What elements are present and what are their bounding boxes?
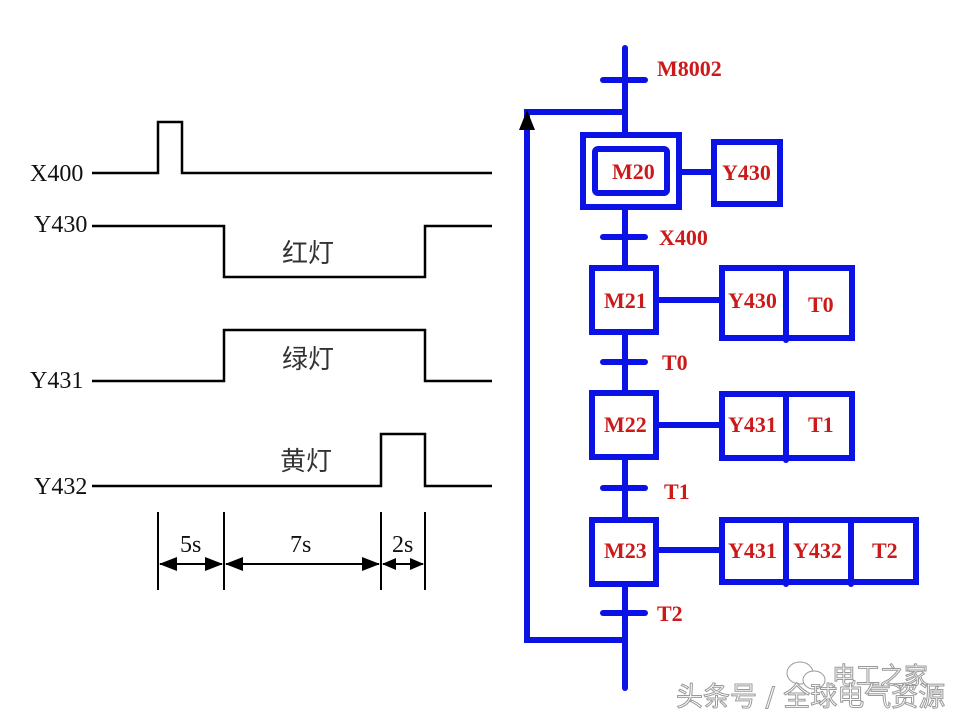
- action-label-y430-m21: Y430: [728, 288, 777, 313]
- arrow-right-icon: [205, 557, 223, 571]
- lamp-label-green: 绿灯: [282, 345, 334, 375]
- lamp-label-yellow: 黄灯: [280, 447, 332, 477]
- transition-label-m8002: M8002: [657, 56, 722, 81]
- sfc-diagram: M8002 M20 Y430 X400 M21 Y430 T0 T0 M22 Y…: [519, 45, 919, 691]
- signal-label-y432: Y432: [34, 474, 87, 500]
- step-label-m21: M21: [604, 288, 647, 313]
- action-label-y432: Y432: [793, 538, 842, 563]
- wechat-logo-icon: [786, 661, 826, 690]
- arrow-left-icon: [225, 557, 243, 571]
- waveform-y430: [92, 224, 492, 279]
- duration-dimensions: 5s 7s 2s: [157, 512, 426, 590]
- arrow-right-icon: [362, 557, 380, 571]
- duration-5s: 5s: [180, 532, 201, 558]
- action-box-m23: [719, 517, 919, 585]
- duration-2s: 2s: [392, 532, 413, 558]
- action-label-y431-m23: Y431: [728, 538, 777, 563]
- step-label-m22: M22: [604, 412, 647, 437]
- signal-label-x400: X400: [30, 161, 83, 187]
- timing-diagram: X400 Y430 红灯 Y431 绿灯 Y432 黄灯 5s: [30, 120, 492, 590]
- watermark-line2: 头条号 / 全球电气资源: [676, 682, 945, 713]
- transition-label-t2: T2: [657, 601, 683, 626]
- waveform-y431: [92, 328, 492, 383]
- arrow-right-icon: [410, 558, 424, 570]
- step-label-m20: M20: [612, 159, 655, 184]
- step-label-m23: M23: [604, 538, 647, 563]
- arrow-left-icon: [159, 557, 177, 571]
- action-label-t0: T0: [808, 292, 834, 317]
- action-label-t1: T1: [808, 412, 834, 437]
- signal-label-y430: Y430: [34, 212, 87, 238]
- signal-label-y431: Y431: [30, 368, 83, 394]
- action-box-m20: [711, 139, 783, 207]
- watermark-line1: 电工之家: [832, 662, 928, 690]
- transition-label-t1: T1: [664, 479, 690, 504]
- transition-label-x400: X400: [659, 225, 708, 250]
- arrow-left-icon: [382, 558, 396, 570]
- step-box-m23: [589, 517, 659, 587]
- action-label-t2: T2: [872, 538, 898, 563]
- transition-label-t0: T0: [662, 350, 688, 375]
- action-label-y430-m20: Y430: [722, 160, 771, 185]
- watermark: 电工之家 头条号 / 全球电气资源: [676, 661, 946, 714]
- arrow-up-icon: [519, 110, 535, 130]
- step-box-m21: [589, 265, 659, 335]
- duration-7s: 7s: [290, 532, 311, 558]
- waveform-x400: [92, 120, 492, 175]
- sfc-loopback-line: [524, 109, 628, 643]
- lamp-label-red: 红灯: [282, 239, 334, 269]
- waveform-y432: [92, 432, 492, 488]
- action-label-y431-m22: Y431: [728, 412, 777, 437]
- step-box-m20-inner: [592, 146, 670, 196]
